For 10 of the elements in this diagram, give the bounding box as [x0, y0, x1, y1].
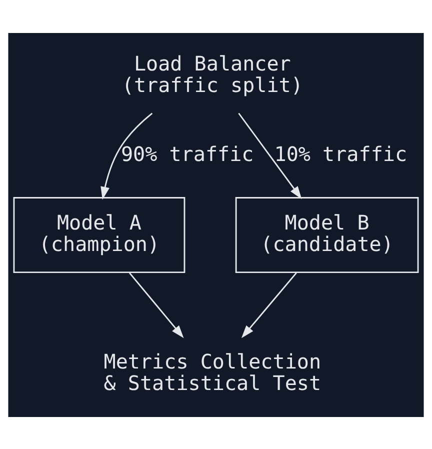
node-box: Model A (champion): [13, 196, 186, 272]
edge-label: 10% traffic: [274, 141, 408, 166]
edge-label: 90% traffic: [120, 141, 254, 166]
arrow: [129, 272, 184, 338]
arrow: [238, 112, 302, 199]
node-text: Metrics Collection & Statistical Test: [104, 349, 322, 395]
arrow: [100, 112, 153, 200]
node-text: Load Balancer (traffic split): [122, 51, 303, 97]
arrow: [241, 272, 297, 338]
node-box: Model B (candidate): [235, 196, 419, 272]
